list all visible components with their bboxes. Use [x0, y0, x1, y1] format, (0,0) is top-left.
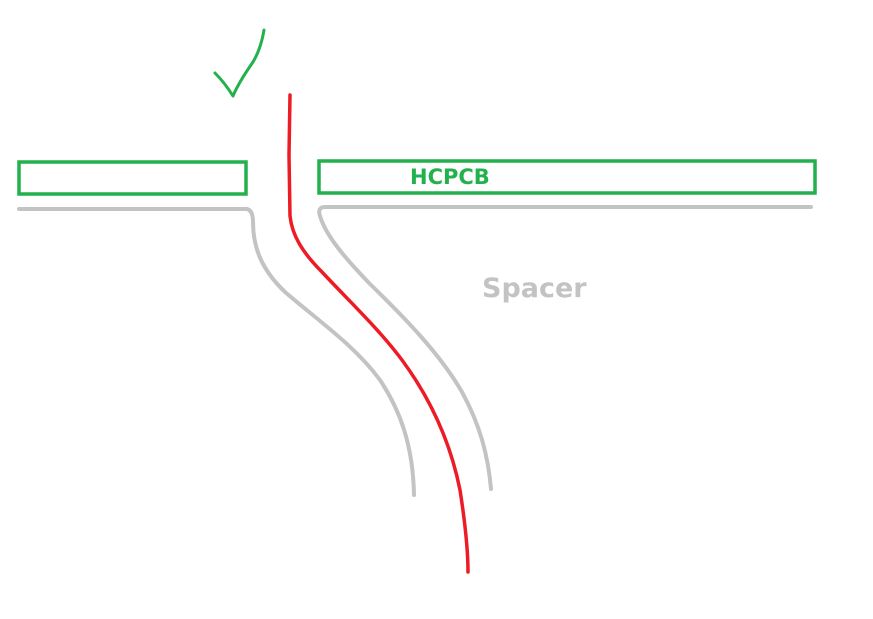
spacer-left-line [17, 207, 416, 497]
wire-line [287, 93, 470, 574]
board-label: HCPCB [410, 165, 490, 189]
checkmark-icon [213, 28, 266, 98]
board-left-segment [17, 160, 248, 196]
spacer-right-line [317, 205, 813, 491]
board-right-segment [317, 159, 817, 195]
spacer-label: Spacer [482, 273, 587, 304]
